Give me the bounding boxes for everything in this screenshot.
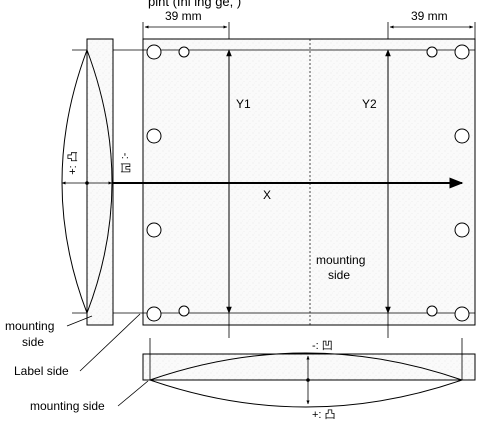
bottom-plus-symbol: +: 凸 — [312, 409, 336, 421]
leader-line-mounting-bottom — [117, 380, 149, 407]
warp-curve-left-outer — [61, 49, 88, 314]
axis-label-y1: Y1 — [236, 97, 251, 111]
axis-label-x: X — [263, 188, 271, 202]
mounting-side-center-line2: side — [328, 268, 350, 282]
mounting-hole — [454, 44, 470, 60]
warp-measure-left-dot — [85, 181, 89, 185]
mounting-hole — [178, 305, 190, 317]
mounting-hole — [146, 306, 162, 322]
axis-label-y2: Y2 — [362, 97, 377, 111]
bottom-minus-symbol: -: 凹 — [312, 340, 333, 352]
mounting-hole — [454, 306, 470, 322]
mounting-hole — [454, 128, 470, 144]
warp-curve-bottom-lower — [149, 379, 463, 408]
mounting-hole — [146, 222, 162, 238]
dimension-label-right: 39 mm — [411, 9, 448, 23]
mounting-hole — [146, 44, 162, 60]
dimension-label-left: 39 mm — [165, 9, 202, 23]
leader-line-mounting-left — [66, 315, 93, 327]
header-partial-text: pint (Ini ing ge, ) — [148, 0, 241, 9]
mounting-side-left-line1: mounting — [5, 319, 54, 333]
mounting-hole — [426, 46, 438, 58]
left-plus-symbol: +: 凸 — [67, 151, 79, 175]
mounting-side-left-line2: side — [22, 335, 44, 349]
left-minus-symbol: -: 凹 — [119, 153, 131, 174]
mounting-hole — [454, 222, 470, 238]
side-view-left — [86, 38, 114, 326]
mounting-side-center-line1: mounting — [316, 253, 365, 267]
leader-line-label-side — [79, 313, 141, 372]
mounting-hole — [146, 128, 162, 144]
warp-curve-bottom-upper — [149, 352, 463, 381]
mounting-hole — [426, 305, 438, 317]
label-side-label: Label side — [14, 364, 69, 378]
mounting-hole — [178, 46, 190, 58]
mounting-side-bottom-label: mounting side — [30, 399, 105, 413]
warp-measure-bottom-dot — [306, 378, 310, 382]
